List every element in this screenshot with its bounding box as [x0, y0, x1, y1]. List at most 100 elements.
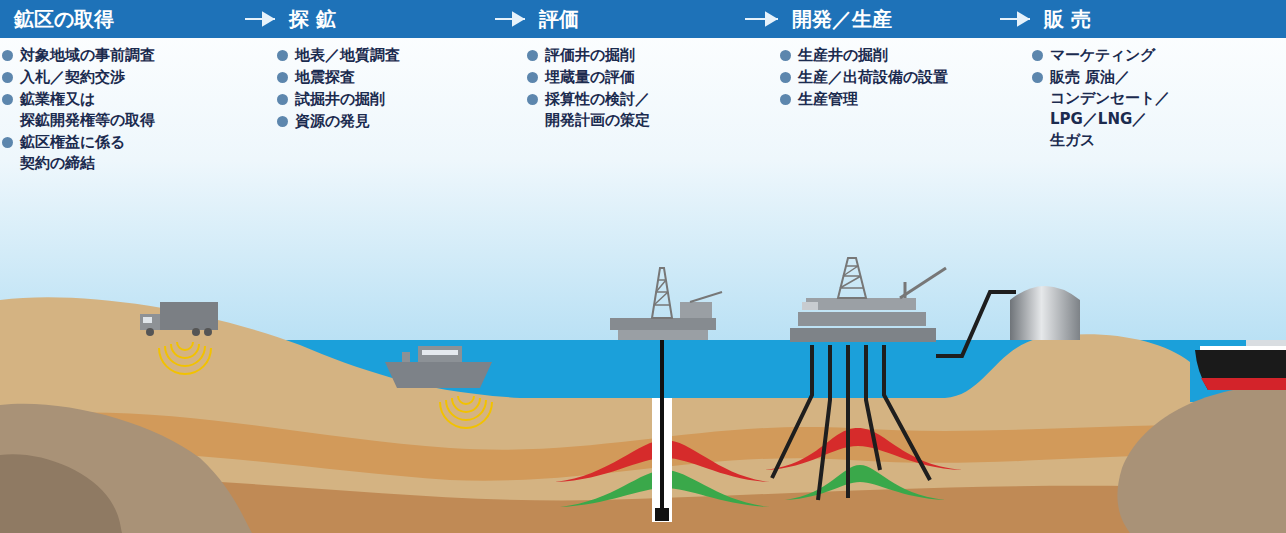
well-line — [846, 345, 850, 498]
bullet-item: 生産井の掘削 — [778, 45, 1000, 66]
bullet-text: 鉱業権又は 探鉱開発権等の取得 — [20, 89, 190, 131]
bullet-dot — [277, 72, 288, 83]
bullet-item: 対象地域の事前調査 — [0, 45, 245, 66]
drill-bit — [655, 508, 669, 521]
stage-column: 探 鉱地表／地質調査地震探査試掘井の掘削資源の発見 — [275, 0, 495, 133]
production-wells — [772, 345, 930, 500]
bullet-text: 販売 原油／ コンデンセート／ LPG／LNG／ 生ガス — [1050, 67, 1180, 151]
bullet-dot — [2, 72, 13, 83]
truck-wheel — [204, 328, 212, 336]
tanker-waterline — [1201, 378, 1286, 390]
wave-arc — [446, 400, 486, 420]
stage-heading: 開発／生産 — [778, 0, 1000, 38]
well-line — [772, 345, 812, 478]
ship-hull — [385, 362, 492, 388]
bullet-dot — [2, 94, 13, 105]
bullet-text: 対象地域の事前調査 — [20, 45, 190, 66]
production-platform — [772, 258, 946, 500]
bullet-dot — [780, 72, 791, 83]
stage-body: 評価井の掘削埋蔵量の評価採算性の検討／ 開発計画の策定 — [525, 38, 745, 131]
bullet-dot — [277, 50, 288, 61]
stage-heading: 販 売 — [1030, 0, 1286, 38]
bullet-text: 試掘井の掘削 — [295, 89, 485, 110]
ship-cabin — [418, 346, 462, 362]
flow-arrow — [1000, 18, 1030, 20]
wave-arc — [177, 342, 193, 350]
well-line — [884, 345, 930, 480]
truck-cab — [140, 314, 160, 330]
platform-deck — [806, 298, 916, 310]
bedrock — [1117, 385, 1286, 533]
bullet-text: 評価井の掘削 — [545, 45, 720, 66]
bullet-text: 埋蔵量の評価 — [545, 67, 720, 88]
bullet-dot — [780, 50, 791, 61]
bullet-text: 生産／出荷設備の設置 — [798, 67, 998, 88]
bullet-item: 地表／地質調査 — [275, 45, 495, 66]
bedrock — [0, 454, 122, 533]
bullet-dot — [527, 72, 538, 83]
drilling-rig — [610, 268, 722, 522]
stage-column: 評価評価井の掘削埋蔵量の評価採算性の検討／ 開発計画の策定 — [525, 0, 745, 132]
bullet-dot — [1032, 72, 1043, 83]
bullet-text: 生産管理 — [798, 89, 998, 110]
truck-wheel — [192, 328, 200, 336]
bullet-item: 生産／出荷設備の設置 — [778, 67, 1000, 88]
bullet-dot — [780, 94, 791, 105]
stage-column: 開発／生産生産井の掘削生産／出荷設備の設置生産管理 — [778, 0, 1000, 111]
bullet-dot — [277, 116, 288, 127]
bullet-text: 資源の発見 — [295, 111, 485, 132]
header-band — [0, 0, 1286, 38]
bullet-item: 生産管理 — [778, 89, 1000, 110]
derrick — [652, 268, 672, 318]
flow-arrow — [745, 18, 778, 20]
platform-deck — [790, 328, 936, 342]
derrick — [838, 258, 866, 298]
bullet-dot — [2, 50, 13, 61]
platform-crane — [900, 268, 946, 298]
well-line — [866, 345, 880, 470]
ship-mast — [402, 352, 410, 362]
bullet-item: 採算性の検討／ 開発計画の策定 — [525, 89, 745, 131]
bullet-text: 鉱区権益に係る 契約の締結 — [20, 132, 190, 174]
bullet-item: 販売 原油／ コンデンセート／ LPG／LNG／ 生ガス — [1030, 67, 1286, 151]
survey-truck — [140, 302, 218, 374]
gas-reservoir — [785, 465, 945, 500]
stage-heading: 評価 — [525, 0, 745, 38]
survey-ship — [385, 346, 492, 428]
bullet-item: マーケティング — [1030, 45, 1286, 66]
platform-module — [802, 302, 818, 310]
land — [0, 297, 1286, 533]
wave-arc — [452, 398, 480, 412]
bullet-item: 資源の発見 — [275, 111, 495, 132]
rig-deck — [610, 318, 716, 330]
seismic-waves — [159, 342, 211, 374]
flow-arrow — [495, 18, 525, 20]
seismic-waves — [440, 396, 492, 428]
bullet-text: 生産井の掘削 — [798, 45, 998, 66]
stage-heading: 探 鉱 — [275, 0, 495, 38]
tanker-deck — [1200, 346, 1286, 350]
bullet-item: 試掘井の掘削 — [275, 89, 495, 110]
bullet-text: 採算性の検討／ 開発計画の策定 — [545, 89, 720, 131]
bullet-text: 入札／契約交渉 — [20, 67, 190, 88]
wave-arc — [171, 344, 199, 358]
flow-arrow — [245, 18, 275, 20]
tanker-hull — [1195, 350, 1286, 390]
storage-tank — [1010, 286, 1080, 340]
tanker-deck — [1246, 340, 1286, 346]
bullet-item: 鉱区権益に係る 契約の締結 — [0, 132, 245, 174]
well-line — [818, 345, 830, 500]
stage-body: 対象地域の事前調査入札／契約交渉鉱業権又は 探鉱開発権等の取得鉱区権益に係る 契… — [0, 38, 245, 174]
platform-crane — [904, 282, 907, 298]
bullet-dot — [2, 137, 13, 148]
bullet-item: 埋蔵量の評価 — [525, 67, 745, 88]
bullet-dot — [1032, 50, 1043, 61]
bullet-dot — [277, 94, 288, 105]
derrick-lattice — [840, 266, 864, 288]
stage-body: 生産井の掘削生産／出荷設備の設置生産管理 — [778, 38, 1000, 110]
platform-deck — [798, 312, 926, 326]
truck-wheel — [146, 328, 154, 336]
bullet-text: 地震探査 — [295, 67, 485, 88]
